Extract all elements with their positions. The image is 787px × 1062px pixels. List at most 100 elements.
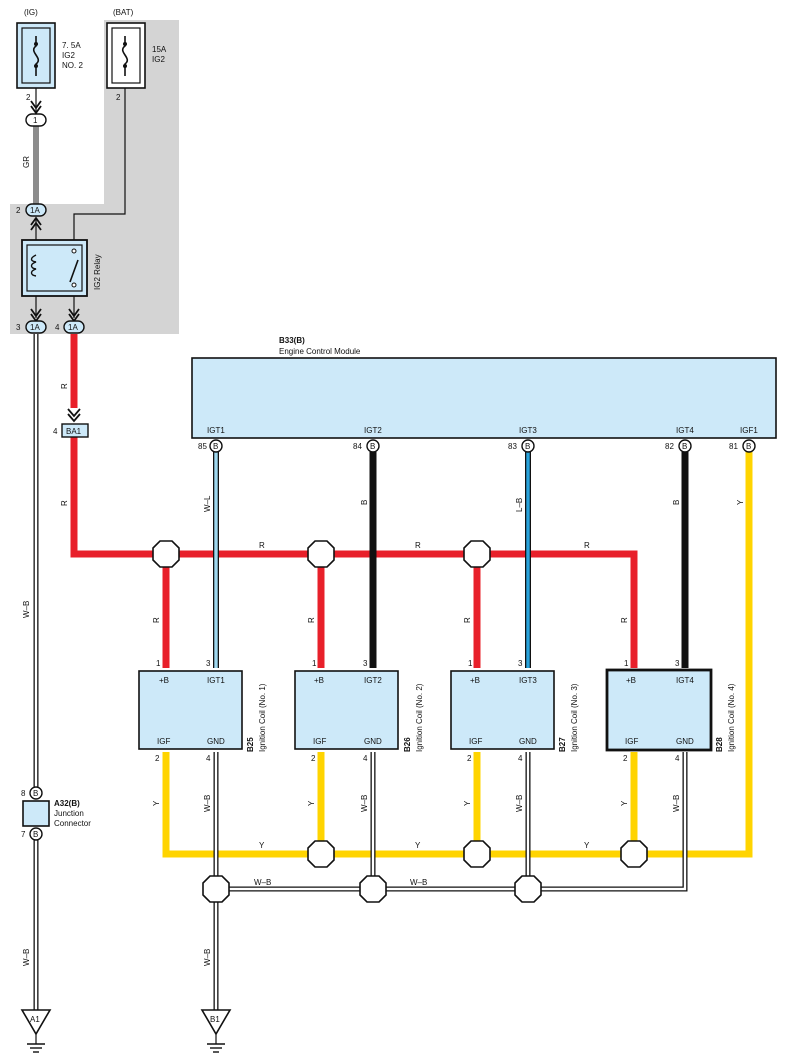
svg-text:2: 2	[155, 754, 160, 763]
fuse-ig-no: NO. 2	[62, 61, 83, 70]
fuse-bat-pin: 2	[116, 93, 121, 102]
svg-text:B: B	[213, 442, 218, 451]
fuse-bat-rating: 15A	[152, 45, 167, 54]
svg-text:2: 2	[467, 754, 472, 763]
svg-text:3: 3	[363, 659, 368, 668]
splice-wb-3	[514, 875, 542, 903]
svg-text:B: B	[682, 442, 687, 451]
svg-text:+B: +B	[159, 676, 169, 685]
wire-r-label-c3: R	[463, 617, 472, 623]
svg-text:Connector: Connector	[54, 819, 91, 828]
svg-text:2: 2	[311, 754, 316, 763]
svg-text:4: 4	[675, 754, 680, 763]
svg-text:IGT1: IGT1	[207, 426, 225, 435]
ecm-terminal-igt2: IGT2 84 B	[353, 426, 382, 453]
fuse-bat-name: IG2	[152, 55, 165, 64]
wire-wb-label-h1: W–B	[254, 878, 271, 887]
conn-ba1	[61, 423, 89, 438]
wire-r-label-1: R	[60, 383, 69, 389]
ecm-terminal-igt4: IGT4 82 B	[665, 426, 694, 453]
svg-text:Ignition Coil (No. 3): Ignition Coil (No. 3)	[570, 683, 579, 752]
svg-text:1: 1	[624, 659, 629, 668]
conn-1-label: 1	[33, 116, 38, 125]
wire-y-label-c3: Y	[463, 800, 472, 806]
svg-text:GND: GND	[207, 737, 225, 746]
svg-text:84: 84	[353, 442, 362, 451]
splice-r-1	[152, 540, 180, 568]
svg-text:B: B	[370, 442, 375, 451]
svg-text:+B: +B	[626, 676, 636, 685]
svg-text:8: 8	[21, 789, 26, 798]
bat-label: (BAT)	[113, 8, 134, 17]
svg-text:Ignition Coil (No. 1): Ignition Coil (No. 1)	[258, 683, 267, 752]
svg-text:B25: B25	[246, 737, 255, 752]
wire-r-label-h3: R	[584, 541, 590, 550]
conn-arrow-1	[30, 100, 42, 115]
svg-text:GND: GND	[364, 737, 382, 746]
svg-text:IGT2: IGT2	[364, 676, 382, 685]
svg-text:IGT4: IGT4	[676, 426, 694, 435]
ecm-terminal-igt1: IGT1 85 B	[198, 426, 225, 453]
svg-text:B: B	[525, 442, 530, 451]
conn-1a-left-label: 1A	[30, 323, 40, 332]
ignition-coil-1: 1 3 +B IGT1 IGF GND 2 4 B25 Ignition Coi…	[138, 659, 267, 763]
wire-y-label-c4: Y	[620, 800, 629, 806]
splice-r-2	[307, 540, 335, 568]
wire-y-label-h1: Y	[259, 841, 265, 850]
wire-y-igf	[162, 452, 753, 858]
wire-y-label-c1: Y	[152, 800, 161, 806]
ecm-box	[191, 357, 777, 439]
svg-text:Ignition Coil (No. 2): Ignition Coil (No. 2)	[415, 683, 424, 752]
conn-ba1-pin: 4	[53, 427, 58, 436]
splice-wb-1	[202, 875, 230, 903]
wire-r-label-h2: R	[415, 541, 421, 550]
svg-text:4: 4	[363, 754, 368, 763]
relay-coil-icon	[30, 254, 37, 277]
wire-wb-label-left-1: W–B	[22, 601, 31, 618]
relay-name: IG2 Relay	[93, 254, 102, 290]
svg-text:IGT3: IGT3	[519, 426, 537, 435]
svg-text:B: B	[33, 830, 38, 839]
svg-text:IGT1: IGT1	[207, 676, 225, 685]
svg-text:2: 2	[623, 754, 628, 763]
wire-y-label-h3: Y	[584, 841, 590, 850]
conn-1a-right	[63, 320, 85, 334]
svg-text:B: B	[746, 442, 751, 451]
svg-text:1: 1	[312, 659, 317, 668]
wire-wb-label-c4: W–B	[672, 795, 681, 812]
ecm-terminal-igt3: IGT3 83 B	[508, 426, 537, 453]
svg-text:A1: A1	[30, 1015, 40, 1024]
wire-wb-grounds	[213, 752, 688, 1010]
svg-text:IGT2: IGT2	[364, 426, 382, 435]
wire-b-label-2: B	[360, 500, 369, 505]
ecm-terminal-igf1: IGF1 81 B	[729, 426, 758, 453]
relay-switch-icon	[69, 259, 79, 283]
wire-bat	[73, 88, 126, 246]
svg-text:IGF: IGF	[625, 737, 638, 746]
svg-text:GND: GND	[676, 737, 694, 746]
conn-ba1-label: BA1	[66, 427, 82, 436]
wire-r-label-c4: R	[620, 617, 629, 623]
svg-text:B: B	[33, 789, 38, 798]
wire-r-label-h1: R	[259, 541, 265, 550]
conn-1a-top-pin: 2	[16, 206, 21, 215]
ignition-coil-2: 1 3 +B IGT2 IGF GND 2 4 B26 Ignition Coi…	[294, 659, 424, 763]
conn-1-pill	[25, 113, 47, 127]
wire-wb-label-c2: W–B	[360, 795, 369, 812]
wire-wb-label-b1: W–B	[203, 949, 212, 966]
splice-y-2	[307, 840, 335, 868]
wire-wb-label-c1: W–B	[203, 795, 212, 812]
wire-r-label-c1: R	[152, 617, 161, 623]
conn-1a-top-label: 1A	[30, 206, 40, 215]
conn-arrow-top	[30, 216, 42, 231]
wire-y-label-ecm: Y	[736, 499, 745, 505]
conn-1a-right-label: 1A	[68, 323, 78, 332]
conn-1a-left-pin: 3	[16, 323, 21, 332]
ig-label: (IG)	[24, 8, 38, 17]
svg-text:83: 83	[508, 442, 517, 451]
conn-ba1-arrow	[67, 408, 81, 423]
svg-text:4: 4	[206, 754, 211, 763]
ignition-coil-4: 1 3 +B IGT4 IGF GND 2 4 B28 Ignition Coi…	[605, 659, 736, 763]
svg-text:IGF: IGF	[313, 737, 326, 746]
